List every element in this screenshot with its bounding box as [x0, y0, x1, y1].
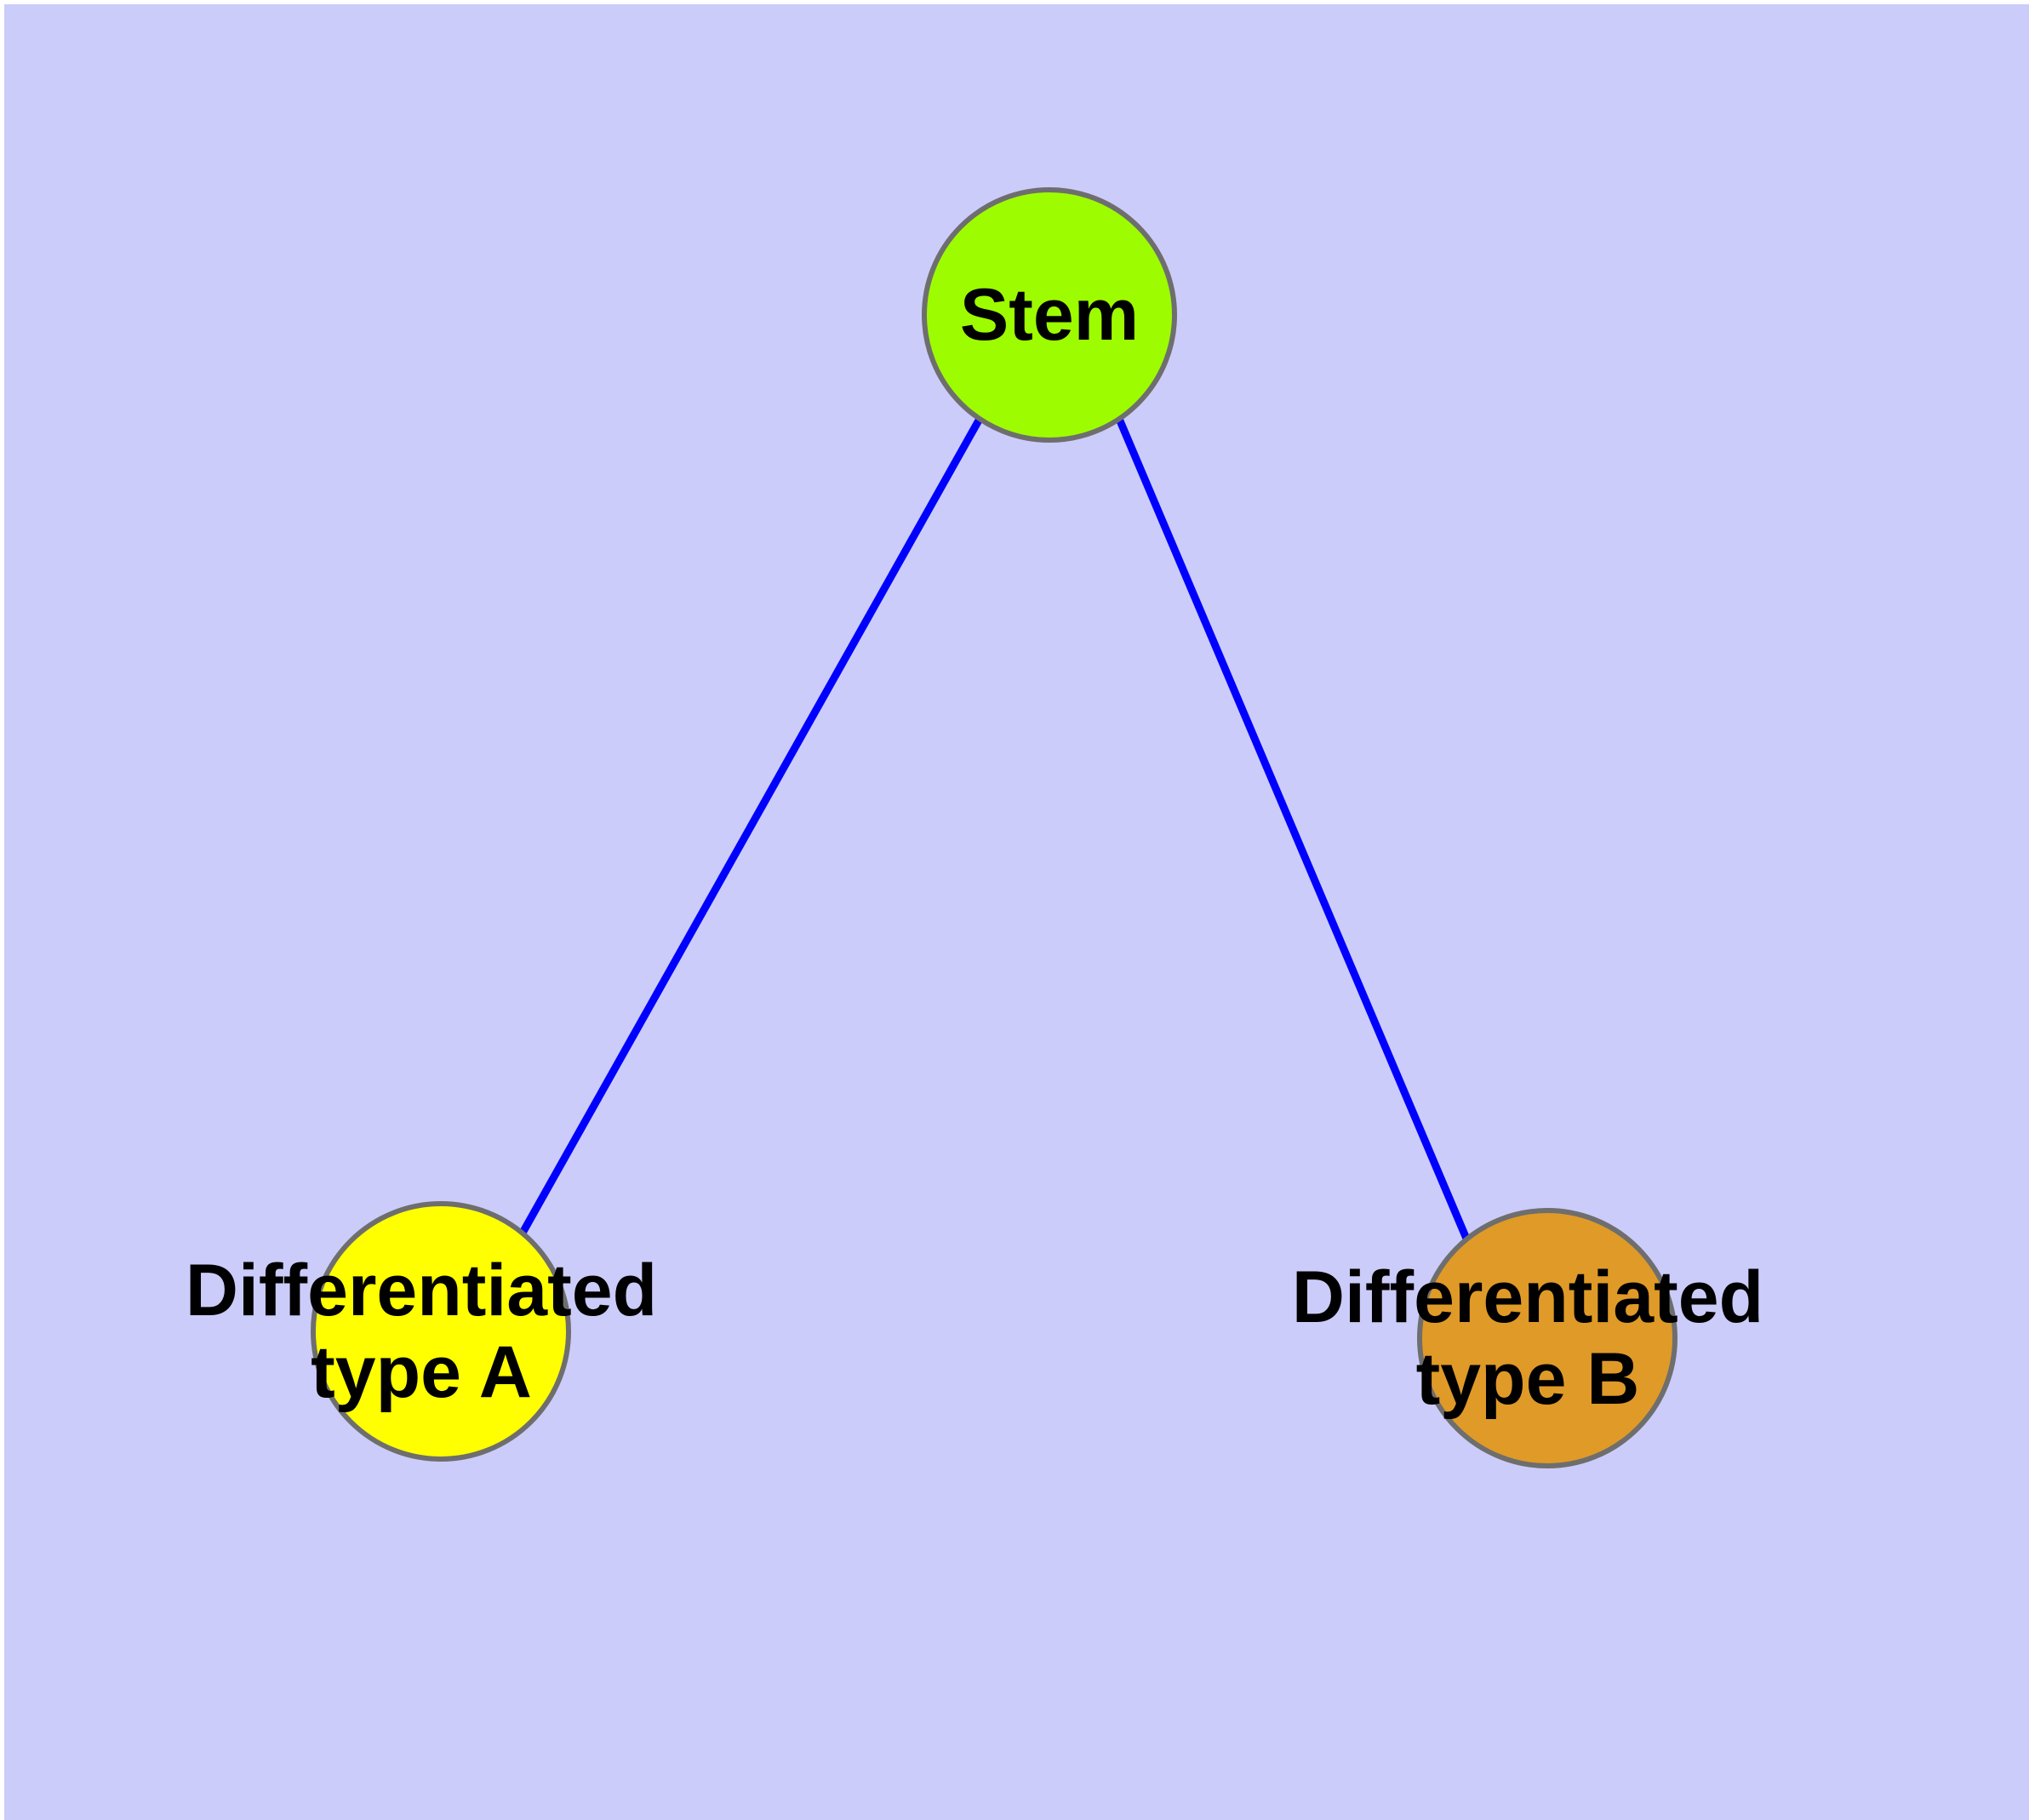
graph-edge-stem-to-diff_b[interactable] — [1115, 417, 1471, 1240]
edges-group — [518, 416, 1471, 1240]
node-label-line: type B — [1416, 1338, 1640, 1420]
node-label-line: Differentiated — [186, 1250, 657, 1331]
node-label-line: Differentiated — [1292, 1256, 1763, 1338]
graph-edge-stem-to-diff_a[interactable] — [518, 416, 983, 1237]
graph-node-stem[interactable]: Stem — [922, 187, 1177, 443]
node-circle-stem[interactable] — [922, 187, 1177, 443]
node-circle-diff_b[interactable] — [1417, 1208, 1677, 1468]
node-label-line: type A — [311, 1331, 532, 1413]
node-label-stem: Stem — [960, 274, 1139, 356]
node-circle-diff_a[interactable] — [311, 1201, 571, 1462]
node-label-line: Stem — [960, 274, 1139, 356]
